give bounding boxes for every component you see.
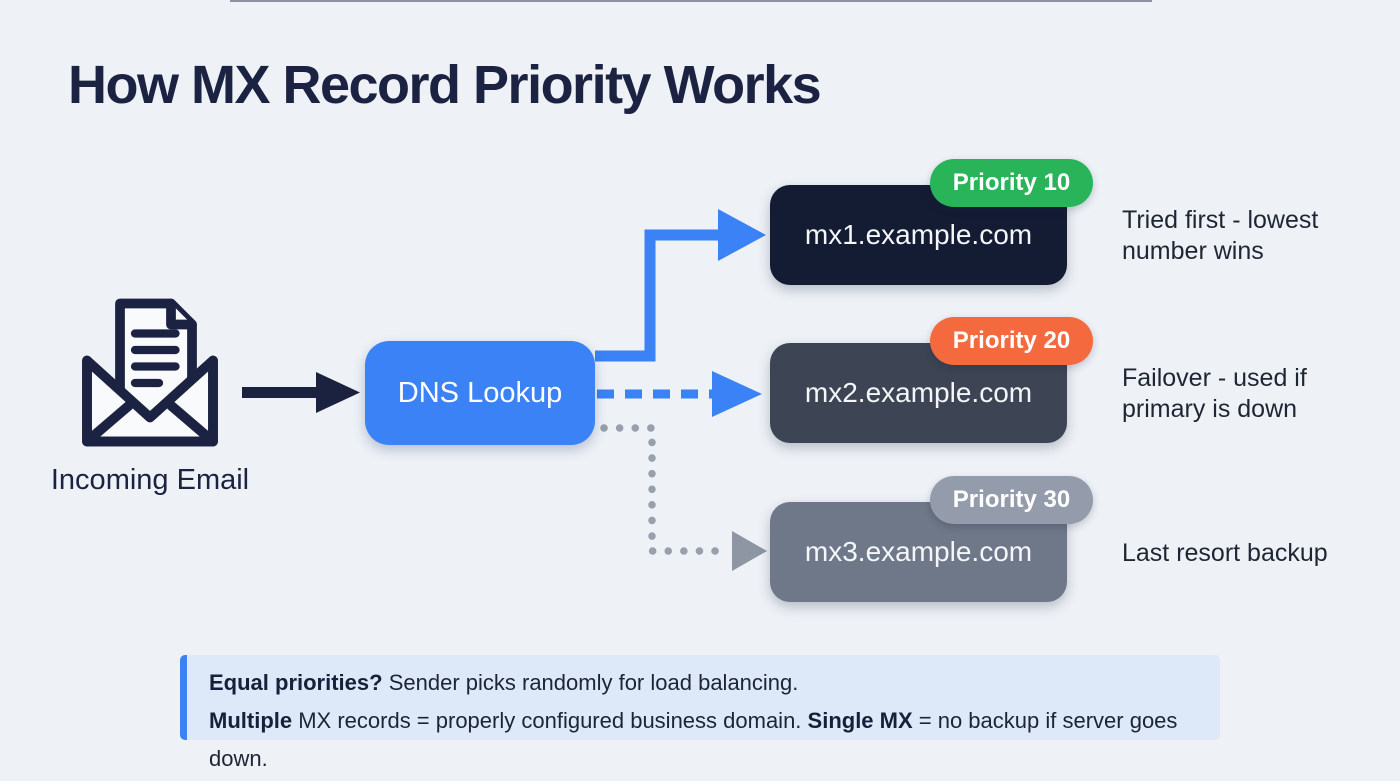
- server-box-mx2: mx2.example.com: [770, 343, 1067, 443]
- dns-lookup-box: DNS Lookup: [365, 341, 595, 445]
- top-edge-line: [230, 0, 1152, 2]
- solid-arrow-connector: [595, 209, 766, 362]
- dashed-arrow-connector: [597, 371, 762, 417]
- priority-badge-30: Priority 30: [930, 476, 1093, 524]
- server-host: mx3.example.com: [804, 536, 1033, 567]
- incoming-email-label: Incoming Email: [50, 464, 250, 496]
- server-host: mx1.example.com: [804, 219, 1033, 250]
- info-line-2-bold-2: Single MX: [807, 708, 913, 733]
- info-line-2: Multiple MX records = properly configure…: [209, 702, 1202, 778]
- note-line: Tried first - lowest: [1122, 206, 1319, 234]
- incoming-arrow: [242, 372, 360, 413]
- server-note-mx3: Last resort backup: [1122, 538, 1387, 569]
- info-line-2-rest-2: = no backup if server goes down.: [209, 708, 1178, 771]
- info-line-1: Equal priorities? Sender picks randomly …: [209, 664, 1202, 702]
- priority-badge-label: Priority 20: [952, 327, 1071, 354]
- server-host: mx2.example.com: [804, 377, 1033, 408]
- note-line: number wins: [1122, 237, 1264, 265]
- dns-lookup-label: DNS Lookup: [397, 376, 563, 409]
- server-note-mx1: Tried first - lowest number wins: [1122, 205, 1387, 267]
- info-callout-box: Equal priorities? Sender picks randomly …: [180, 655, 1220, 771]
- incoming-email-icon: [82, 298, 218, 447]
- server-note-mx2: Failover - used if primary is down: [1122, 363, 1387, 425]
- priority-badge-label: Priority 30: [952, 486, 1071, 513]
- note-line: Last resort backup: [1122, 539, 1328, 567]
- note-line: Failover - used if: [1122, 364, 1307, 392]
- info-line-1-bold: Equal priorities?: [209, 670, 383, 695]
- dotted-arrow-connector: [600, 424, 767, 571]
- info-line-2-bold-1: Multiple: [209, 708, 293, 733]
- info-line-1-rest: Sender picks randomly for load balancing…: [382, 670, 799, 695]
- priority-badge-10: Priority 10: [930, 159, 1093, 207]
- priority-badge-20: Priority 20: [930, 317, 1093, 365]
- priority-badge-label: Priority 10: [952, 169, 1071, 196]
- page-title: How MX Record Priority Works: [68, 55, 822, 115]
- note-line: primary is down: [1122, 395, 1298, 423]
- info-line-2-rest-1: MX records = properly configured busines…: [292, 708, 808, 733]
